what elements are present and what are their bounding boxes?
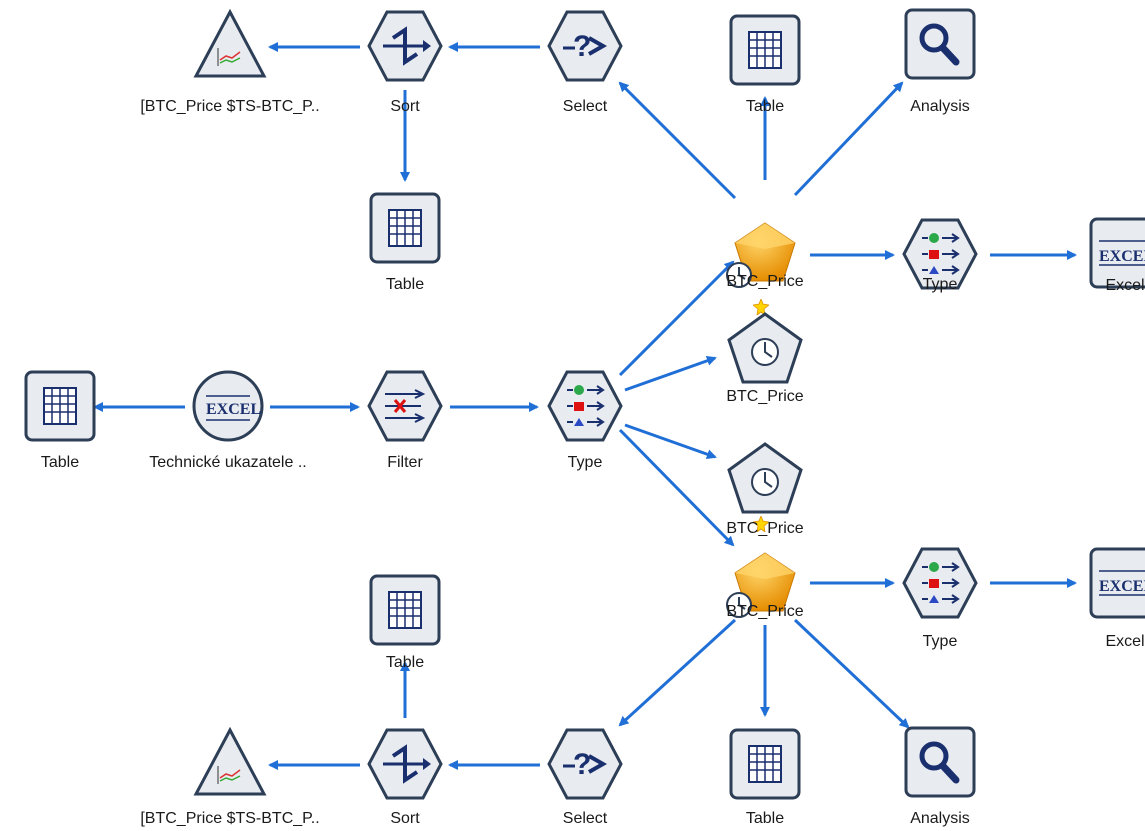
node-label: BTC_Price <box>726 520 804 537</box>
excel-export-icon: EXCEL <box>1089 217 1145 289</box>
type-icon <box>902 547 978 619</box>
time-series-model-node-2[interactable]: BTC_Price <box>695 440 835 537</box>
graph-node-top[interactable]: [BTC_Price $TS-BTC_P.. <box>140 8 320 115</box>
edge-model-to-analysis-bottom <box>793 618 910 729</box>
model-nugget-top[interactable]: BTC_Price <box>695 215 835 315</box>
table-node-sort-bottom[interactable]: Table <box>335 572 475 671</box>
graph-icon <box>193 726 267 796</box>
edge-model-to-select-top <box>618 81 737 200</box>
graph-icon <box>193 8 267 78</box>
node-label: Select <box>562 98 608 115</box>
table-node-top[interactable]: Table <box>695 12 835 115</box>
node-label: Excel <box>1105 633 1145 650</box>
node-label: Table <box>40 454 80 471</box>
model-nugget-icon <box>726 222 796 288</box>
filter-icon <box>367 370 443 442</box>
filter-node[interactable]: Filter <box>335 368 475 471</box>
excel-source-icon: EXCEL <box>192 370 264 442</box>
type-node-top-right[interactable]: Type <box>870 216 1010 306</box>
node-label: [BTC_Price $TS-BTC_P.. <box>140 810 320 827</box>
analysis-icon <box>904 726 976 798</box>
node-label: Type <box>922 633 958 650</box>
select-node-top[interactable]: ? Select <box>515 8 655 115</box>
type-node-mid[interactable]: Type <box>515 368 655 471</box>
analysis-node-top[interactable]: Analysis <box>870 8 1010 115</box>
svg-text:EXCEL: EXCEL <box>206 401 261 418</box>
table-icon <box>369 574 441 646</box>
excel-export-icon: EXCEL <box>1089 547 1145 619</box>
svg-text:EXCEL: EXCEL <box>1099 578 1145 595</box>
analysis-icon <box>904 8 976 80</box>
star-icon <box>753 299 769 315</box>
excel-export-node-bottom[interactable]: EXCEL Excel <box>1055 545 1145 650</box>
sort-node-bottom[interactable]: Sort <box>335 726 475 827</box>
node-label: Table <box>745 810 785 827</box>
table-icon <box>729 728 801 800</box>
excel-source-node[interactable]: EXCEL Technické ukazatele .. <box>149 368 307 471</box>
table-node-sort-top[interactable]: Table <box>335 190 475 293</box>
node-label: Filter <box>387 454 423 471</box>
node-label: Excel <box>1105 277 1145 294</box>
edge-model-to-analysis-top <box>793 81 904 197</box>
time-series-model-icon <box>727 312 803 384</box>
node-label: Sort <box>390 810 420 827</box>
star-icon <box>753 516 769 532</box>
model-nugget-icon <box>726 552 796 618</box>
node-label: Type <box>922 276 958 293</box>
svg-text:EXCEL: EXCEL <box>1099 248 1145 265</box>
edge-type-to-ts2 <box>624 423 717 460</box>
edge-type-to-model-top <box>618 260 735 377</box>
node-label: Table <box>385 276 425 293</box>
node-label: BTC_Price <box>726 603 804 620</box>
svg-text:?: ? <box>573 748 591 781</box>
select-icon: ? <box>547 10 623 82</box>
table-icon <box>369 192 441 264</box>
edge-type-to-model-bottom <box>618 428 735 547</box>
node-label: BTC_Price <box>726 273 804 290</box>
table-icon <box>24 370 96 442</box>
node-label: [BTC_Price $TS-BTC_P.. <box>140 98 320 115</box>
node-label: Sort <box>390 98 420 115</box>
time-series-model-node-1[interactable]: BTC_Price <box>695 310 835 405</box>
node-label: Table <box>385 654 425 671</box>
node-label: Analysis <box>910 810 970 827</box>
sort-icon <box>367 728 443 800</box>
node-label: Analysis <box>910 98 970 115</box>
sort-node-top[interactable]: Sort <box>335 8 475 115</box>
edge-model-to-select-bottom <box>618 618 737 727</box>
node-label: Type <box>567 454 603 471</box>
table-icon <box>729 14 801 86</box>
graph-node-bottom[interactable]: [BTC_Price $TS-BTC_P.. <box>140 726 320 827</box>
type-icon <box>547 370 623 442</box>
analysis-node-bottom[interactable]: Analysis <box>870 726 1010 827</box>
type-node-bottom-right[interactable]: Type <box>870 545 1010 650</box>
excel-export-node-top[interactable]: EXCEL Excel <box>1055 215 1145 305</box>
sort-icon <box>367 10 443 82</box>
svg-text:?: ? <box>573 30 591 63</box>
edge-type-to-ts1 <box>624 355 717 392</box>
table-node-left[interactable]: Table <box>0 368 130 471</box>
select-icon: ? <box>547 728 623 800</box>
select-node-bottom[interactable]: ? Select <box>515 726 655 827</box>
time-series-model-icon <box>727 442 803 514</box>
node-label: Technické ukazatele .. <box>149 454 307 471</box>
type-icon <box>902 218 978 290</box>
node-label: Select <box>562 810 608 827</box>
table-node-bottom[interactable]: Table <box>695 726 835 827</box>
model-nugget-bottom[interactable]: BTC_Price <box>695 545 835 635</box>
node-label: Table <box>745 98 785 115</box>
node-label: BTC_Price <box>726 388 804 405</box>
